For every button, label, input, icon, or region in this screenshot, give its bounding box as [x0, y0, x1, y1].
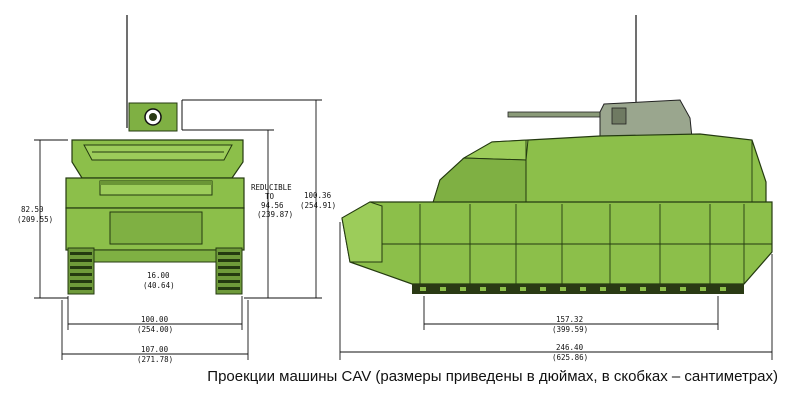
front-height-in: 82.50 [21, 205, 44, 214]
front-dimensions: 82.50 (209.55) REDUCIBLE TO 94.56 (239.8… [17, 99, 336, 364]
front-track-left [67, 247, 95, 295]
clearance-cm: (40.64) [143, 281, 175, 290]
total-height-cm: (254.91) [300, 201, 336, 210]
overall-width-in: 107.00 [141, 345, 169, 354]
side-lower-hull [341, 201, 773, 285]
track-width-cm: (254.00) [137, 325, 173, 334]
track-width-in: 100.00 [141, 315, 169, 324]
reducible-to-label: TO [265, 192, 275, 201]
overall-length-in: 246.40 [556, 343, 584, 352]
track-length-in: 157.32 [556, 315, 583, 324]
total-height-in: 100.36 [304, 191, 332, 200]
reducible-in: 94.56 [261, 201, 284, 210]
side-dimensions: 157.32 (399.59) 246.40 (625.86) [339, 222, 773, 362]
side-gun-barrel [507, 111, 613, 118]
front-height-cm: (209.55) [17, 215, 53, 224]
overall-width-cm: (271.78) [137, 355, 173, 364]
figure-caption: Проекции машины CAV (размеры приведены в… [207, 368, 778, 385]
track-length-cm: (399.59) [552, 325, 588, 334]
front-view [65, 15, 245, 295]
overall-length-cm: (625.86) [552, 353, 588, 362]
clearance-in: 16.00 [147, 271, 170, 280]
side-track [412, 284, 744, 294]
reducible-label: REDUCIBLE [251, 183, 292, 192]
reducible-cm: (239.87) [257, 210, 293, 219]
front-track-right [215, 247, 243, 295]
side-view [341, 15, 773, 294]
